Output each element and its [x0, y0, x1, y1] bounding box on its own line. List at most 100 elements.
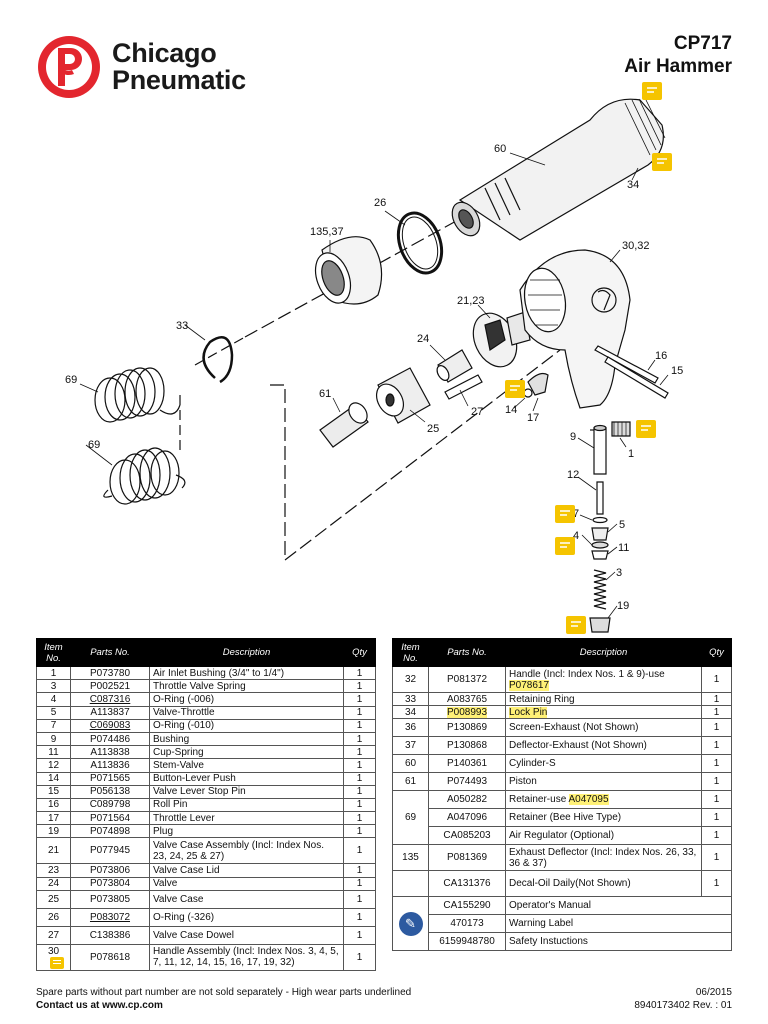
callout-17: 17	[527, 412, 539, 424]
stop-pin-15	[604, 356, 669, 399]
product-name: Air Hammer	[624, 56, 732, 77]
item-no: 34	[392, 705, 429, 720]
stem-valve-12	[596, 481, 604, 515]
part-no: P140361	[428, 754, 506, 774]
plug-19	[589, 617, 611, 633]
note-icon[interactable]	[566, 616, 586, 634]
part-no: P077945	[70, 837, 150, 865]
highlighted-part-no[interactable]: A047095	[568, 794, 609, 806]
note-icon[interactable]	[555, 505, 575, 523]
callout-1: 1	[628, 448, 634, 460]
part-no: A083765	[428, 691, 506, 707]
col-qty: Qty	[701, 638, 732, 667]
note-icon[interactable]	[636, 420, 656, 438]
description: Lock Pin	[505, 705, 702, 720]
part-no: C087316	[70, 692, 150, 707]
description: Cylinder-S	[505, 754, 702, 774]
throttle-lever-17	[527, 372, 549, 396]
description: Exhaust Deflector (Incl: Index Nos. 26, …	[505, 844, 702, 872]
retaining-ring-33	[202, 336, 234, 384]
read-manual-icon: ✎	[398, 911, 423, 936]
table-row: 34 P008993 Lock Pin 1	[392, 705, 732, 720]
description: Decal-Oil Daily(Not Shown)	[505, 870, 702, 898]
qty: 1	[343, 692, 376, 707]
table-row: A047096 Retainer (Bee Hive Type) 1	[393, 808, 732, 828]
description: Valve Case Dowel	[149, 925, 344, 945]
footer-left: Spare parts without part number are not …	[36, 986, 411, 1012]
piston-61	[319, 402, 369, 448]
item-no: 11	[36, 745, 71, 760]
parts-table-right: Item No. Parts No. Description Qty 32 P0…	[392, 638, 732, 952]
qty: 1	[343, 824, 376, 839]
description: O-Ring (-326)	[149, 907, 344, 927]
qty: 1	[701, 718, 732, 738]
table-row: 60 P140361 Cylinder-S 1	[392, 754, 732, 774]
description: Valve-Throttle	[149, 705, 344, 720]
item-no: 12	[36, 758, 71, 773]
note-icon[interactable]	[49, 956, 64, 969]
o-ring-4	[591, 541, 609, 549]
note-icon[interactable]	[505, 380, 525, 398]
assembly-line	[194, 336, 246, 366]
callout-69-top: 69	[65, 374, 77, 386]
contact-link[interactable]: Contact us at www.cp.com	[36, 1000, 163, 1011]
note-icon[interactable]	[642, 82, 662, 100]
callout-61: 61	[319, 388, 331, 400]
note-icon[interactable]	[555, 537, 575, 555]
description: Throttle Valve Spring	[149, 679, 344, 694]
qty: 1	[343, 679, 376, 694]
part-no: P074486	[70, 731, 150, 747]
part-no: A050282	[428, 790, 506, 810]
qty: 1	[701, 808, 732, 828]
item-no: 3	[36, 679, 71, 694]
callout-21-23: 21,23	[457, 295, 485, 307]
description: Retainer (Bee Hive Type)	[505, 808, 702, 828]
qty: 1	[343, 784, 376, 799]
description: O-Ring (-006)	[149, 692, 344, 707]
item-no: 4	[36, 692, 71, 707]
qty: 1	[343, 943, 376, 971]
qty: 1	[701, 826, 732, 846]
note-icon[interactable]	[652, 153, 672, 171]
table-row: 32 P081372 Handle (Incl: Index Nos. 1 & …	[392, 666, 732, 693]
highlighted-part-no[interactable]: P078617	[509, 679, 550, 691]
qty: 1	[343, 797, 376, 813]
table-row: 61 P074493 Piston 1	[392, 772, 732, 792]
highlighted-part-no[interactable]: P008993	[446, 706, 488, 718]
item-no: 30	[36, 943, 71, 971]
qty: 1	[343, 907, 376, 927]
valve-24	[436, 349, 473, 383]
manual-cell: ✎	[392, 896, 429, 952]
description: Roll Pin	[149, 797, 344, 813]
callout-15: 15	[671, 365, 683, 377]
qty: 1	[701, 691, 732, 707]
spring-69-top	[94, 367, 181, 423]
part-no: C069083	[70, 718, 150, 733]
model-number: CP717	[673, 33, 732, 54]
table-row: 33 A083765 Retaining Ring 1	[392, 691, 732, 707]
doc-number: 8940173402 Rev. : 01	[634, 1000, 732, 1011]
qty: 1	[343, 705, 376, 720]
callout-135-37: 135,37	[310, 226, 344, 238]
qty: 1	[701, 666, 732, 693]
spare-parts-note: Spare parts without part number are not …	[36, 987, 412, 998]
part-no: P081372	[428, 666, 506, 693]
valve-case-25	[375, 367, 431, 424]
qty: 1	[343, 718, 376, 733]
callout-30-32: 30,32	[622, 240, 650, 252]
highlighted-description[interactable]: Lock Pin	[509, 706, 548, 718]
qty: 1	[343, 876, 376, 891]
col-parts-no: Parts No.	[70, 638, 150, 667]
item-no: 60	[392, 754, 429, 774]
part-no: P078618	[70, 943, 150, 971]
brand-name: Chicago Pneumatic	[112, 38, 246, 95]
description: Plug	[149, 824, 344, 839]
